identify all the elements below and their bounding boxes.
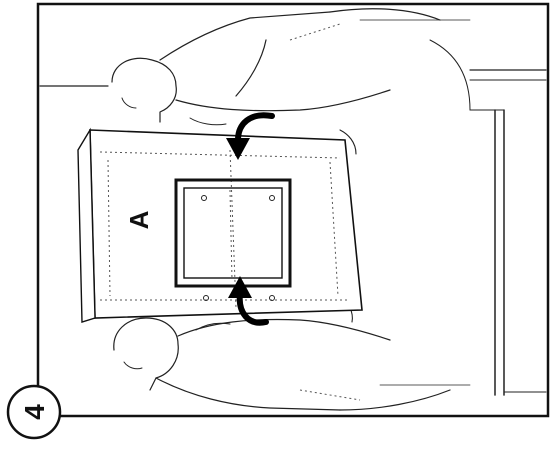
cabinet-panel — [77, 127, 363, 323]
step-number: 4 — [19, 404, 50, 420]
person-top-figure — [111, 8, 441, 155]
curved-arrow-up-icon — [228, 276, 269, 326]
panel-side-label: A — [124, 210, 154, 229]
curved-arrow-down-icon — [226, 112, 275, 160]
panel-frame-opening — [174, 178, 292, 301]
room-background — [39, 19, 547, 396]
step-number-badge: 4 — [6, 384, 62, 440]
